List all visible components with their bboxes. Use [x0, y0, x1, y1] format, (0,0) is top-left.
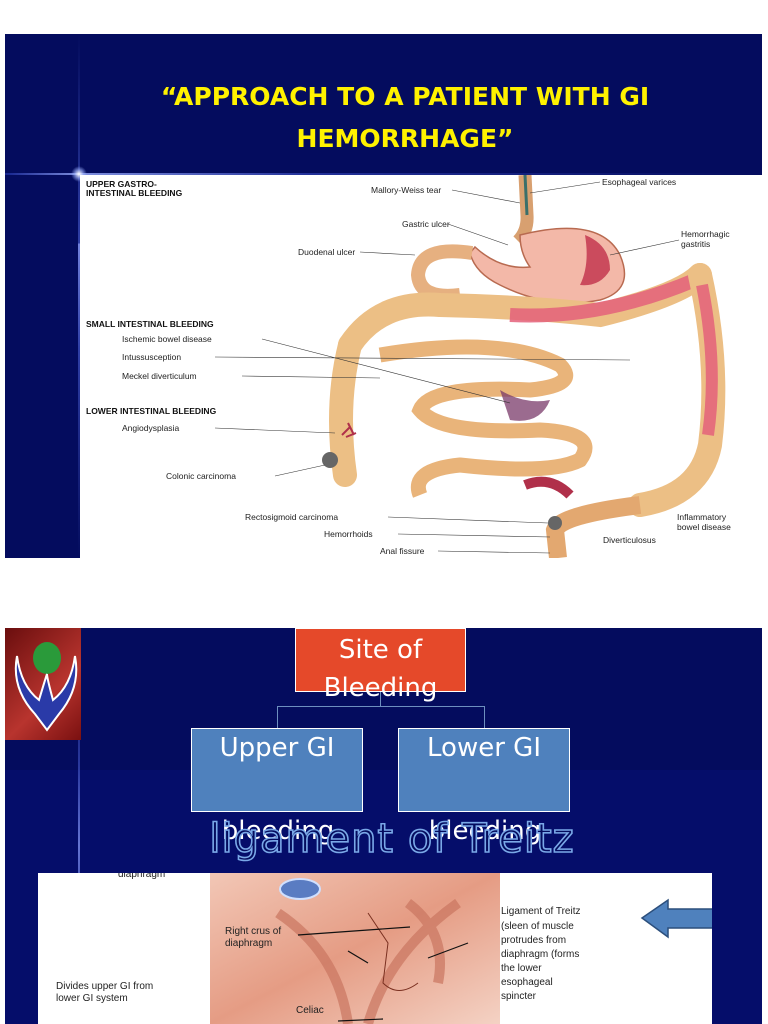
rectum-shape [545, 496, 642, 558]
gi-tract-diagram: UPPER GASTRO- INTESTINAL BLEEDING SMALL … [80, 175, 762, 558]
rectosigmoid-mark [548, 516, 562, 530]
left-arrow-icon [640, 898, 712, 939]
slide-gi-hemorrhage: “APPROACH TO A PATIENT WITH GI HEMORRHAG… [5, 34, 762, 558]
label-ligament-6: esophageal [501, 977, 553, 988]
treitz-anatomy-image: diaphragm Right crus of diaphragm Celiac… [38, 873, 712, 1024]
slide-title-line2: HEMORRHAGE” [296, 124, 514, 153]
label-mallory-weiss: Mallory-Weiss tear [371, 185, 441, 195]
leader-line [447, 223, 509, 246]
label-diverticulosis: Diverticulosus [603, 535, 656, 545]
muscle-fibers [367, 912, 419, 991]
label-ligament-1: Ligament of Treitz [501, 906, 580, 917]
lower-gi-label-line1: Lower GI [427, 733, 541, 763]
label-intussusception: Intussusception [122, 352, 181, 362]
label-right-crus-2: diaphragm [225, 938, 272, 949]
connector-line [277, 706, 485, 707]
leader-line [387, 516, 549, 524]
lens-flare-horizontal [5, 173, 762, 175]
header-upper-gi-2: INTESTINAL BLEEDING [86, 188, 183, 198]
slide-title: “APPROACH TO A PATIENT WITH GI HEMORRHAG… [95, 76, 715, 160]
ischemic-area [500, 390, 550, 421]
label-hemorrhoids: Hemorrhoids [324, 529, 373, 539]
label-anal-fissure: Anal fissure [380, 546, 425, 556]
label-hemorrhagic-1: Hemorrhagic [681, 229, 730, 239]
pointer-line [347, 950, 369, 964]
header-upper-gi-1: UPPER GASTRO- [86, 179, 157, 189]
label-gastric-ulcer: Gastric ulcer [402, 219, 450, 229]
slide-title-line1: “APPROACH TO A PATIENT WITH GI [160, 82, 650, 111]
gi-tract-illustration: UPPER GASTRO- INTESTINAL BLEEDING SMALL … [86, 175, 731, 558]
header-small-intestine: SMALL INTESTINAL BLEEDING [86, 319, 214, 329]
label-hemorrhagic-2: gastritis [681, 239, 710, 249]
label-celiac: Celiac [296, 1005, 324, 1016]
slide-site-of-bleeding: Site of Bleeding Upper GI bleeding Lower… [5, 628, 762, 1024]
duodenum-shape [410, 244, 474, 303]
pointer-line [297, 926, 411, 936]
label-ischemic: Ischemic bowel disease [122, 334, 212, 344]
lower-gi-box: Lower GI bleeding [398, 728, 570, 846]
pointer-line [427, 942, 469, 959]
hospital-logo [5, 628, 81, 740]
crus-shapes [275, 898, 461, 1024]
leader-line [397, 533, 551, 538]
label-ibd-2: bowel disease [677, 522, 731, 532]
small-intestine [378, 339, 593, 498]
connector-line [380, 692, 381, 706]
upper-gi-label-line1: Upper GI [219, 733, 335, 763]
label-divides-2: lower GI system [56, 993, 128, 1004]
label-right-crus-1: Right crus of [225, 926, 281, 937]
connector-line [484, 706, 485, 728]
ibd-descending [696, 283, 718, 436]
angiodysplasia-mark [341, 422, 357, 438]
label-ligament-7: spincter [501, 991, 537, 1002]
pointer-line [337, 1018, 384, 1022]
site-label-line1: Site of [338, 635, 423, 665]
hands-leaf-logo-icon [14, 642, 78, 732]
label-ligament-4: diaphragm (forms [501, 949, 579, 960]
gastritis-area [580, 235, 610, 286]
leader-line [241, 375, 381, 379]
treitz-title: ligament of Treitz [209, 815, 575, 863]
label-colonic-carcinoma: Colonic carcinoma [166, 471, 236, 481]
label-duodenal-ulcer: Duodenal ulcer [298, 247, 355, 257]
header-lower-intestine: LOWER INTESTINAL BLEEDING [86, 406, 217, 416]
leader-line [437, 550, 551, 554]
label-ligament-5: the lower [501, 963, 542, 974]
intussusception-area [523, 476, 574, 499]
leader-line [214, 356, 631, 361]
treitz-illustration: diaphragm Right crus of diaphragm Celiac… [56, 873, 712, 1024]
lens-flare-vertical [78, 34, 80, 558]
label-diaphragm: diaphragm [118, 873, 165, 880]
leader-line [261, 338, 511, 404]
ascending-colon [329, 333, 362, 487]
label-ligament-2: (sleen of muscle [501, 921, 574, 932]
label-divides-1: Divides upper GI from [56, 981, 153, 992]
label-meckel: Meckel diverticulum [122, 371, 197, 381]
site-of-bleeding-box: Site of Bleeding [295, 628, 466, 703]
ibd-segment [509, 273, 698, 323]
label-esophageal-varices: Esophageal varices [602, 177, 676, 187]
connector-line [277, 706, 278, 728]
leader-line [529, 181, 601, 194]
lens-flare-vertical [78, 628, 80, 1024]
leader-line [609, 239, 680, 256]
lower-gi-label-line2: bleeding [428, 816, 542, 846]
leader-line [451, 189, 521, 204]
vessel-shape [279, 878, 321, 900]
varices-shape [523, 175, 529, 216]
site-label-line2: Bleeding [323, 673, 438, 703]
upper-gi-label-line2: bleeding [221, 816, 335, 846]
label-ibd-1: Inflammatory [677, 512, 727, 522]
label-rectosigmoid: Rectosigmoid carcinoma [245, 512, 338, 522]
leader-line [359, 251, 416, 256]
upper-gi-box: Upper GI bleeding [191, 728, 363, 846]
colonic-carcinoma-mark [322, 452, 338, 468]
leader-line [274, 464, 326, 477]
label-ligament-3: protrudes from [501, 935, 566, 946]
leader-line [214, 427, 336, 434]
label-angiodysplasia: Angiodysplasia [122, 423, 179, 433]
